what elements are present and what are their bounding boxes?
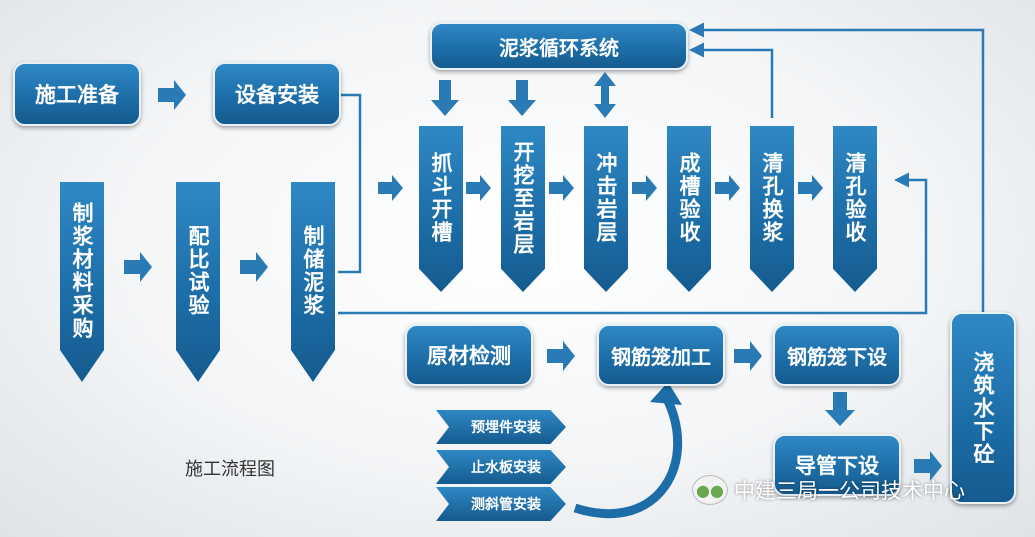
arrow-lower-pipe <box>825 392 855 426</box>
wechat-icon: ●● <box>692 475 728 505</box>
node-impact-rock-label: 冲击岩层 <box>594 152 618 244</box>
node-clean-acceptance: 清孔验收 <box>833 126 877 292</box>
node-material-purchase-label: 制浆材料采购 <box>70 202 94 340</box>
node-excavate-rock-label: 开挖至岩层 <box>511 140 535 256</box>
node-trench-acceptance-label: 成槽验收 <box>677 152 701 244</box>
arrow-ratio-store <box>240 252 268 282</box>
node-grab-trenching: 抓斗开槽 <box>419 126 463 292</box>
node-impact-rock: 冲击岩层 <box>584 126 628 292</box>
subitem-embedded-parts-label: 预埋件安装 <box>471 420 541 436</box>
node-clean-swap: 清孔换浆 <box>750 126 794 292</box>
node-underwater-pour-label: 浇筑水下砼 <box>971 350 995 466</box>
watermark-text: 中建三局一公司技术中心 <box>734 479 965 503</box>
line-install-route <box>338 93 362 274</box>
subitem-embedded-parts: 预埋件安装 <box>436 410 566 444</box>
node-material-purchase: 制浆材料采购 <box>60 182 104 382</box>
arrow-purchase-ratio <box>124 252 152 282</box>
curved-arrow-subitems-cage <box>573 392 683 519</box>
node-clean-swap-label: 清孔换浆 <box>760 152 784 244</box>
diagram-caption: 施工流程图 <box>185 459 275 480</box>
node-excavate-rock: 开挖至岩层 <box>501 126 545 292</box>
arrow-mud-impact-bidir <box>594 72 616 118</box>
node-construction-prep: 施工准备 <box>13 62 141 126</box>
node-mud-storage: 制储泥浆 <box>291 182 335 382</box>
line-store-to-check <box>338 172 928 315</box>
arrow-cage-lower <box>734 341 762 371</box>
arrow-mud-excavate <box>508 80 536 116</box>
arrow-trench-clean <box>715 175 740 201</box>
arrow-mud-grab <box>431 80 459 116</box>
node-material-testing: 原材检测 <box>405 324 533 386</box>
curved-arrow-head <box>650 382 682 405</box>
arrow-prep-install <box>158 80 186 110</box>
subitem-waterstop-plate: 止水板安装 <box>436 450 566 484</box>
node-trench-acceptance: 成槽验收 <box>667 126 711 292</box>
node-equipment-install: 设备安装 <box>213 62 341 126</box>
watermark: ●● 中建三局一公司技术中心 <box>692 475 965 505</box>
subitem-inclinometer-pipe: 测斜管安装 <box>436 487 566 521</box>
arrow-grab-excavate <box>466 175 491 201</box>
arrow-excavate-impact <box>549 175 574 201</box>
node-cage-lowering: 钢筋笼下设 <box>773 324 901 386</box>
subitem-waterstop-plate-label: 止水板安装 <box>471 460 541 476</box>
arrow-impact-trench <box>632 175 657 201</box>
node-ratio-test-label: 配比试验 <box>186 225 210 317</box>
line-pour-to-mud <box>689 22 985 313</box>
node-underwater-pour: 浇筑水下砼 <box>950 312 1016 504</box>
arrow-clean-check <box>798 175 823 201</box>
line-clean-to-mud <box>689 42 774 118</box>
node-cage-fabrication: 钢筋笼加工 <box>597 324 725 386</box>
node-mud-circulation: 泥浆循环系统 <box>430 22 688 70</box>
node-mud-storage-label: 制储泥浆 <box>301 225 325 317</box>
arrow-pipe-pour <box>914 451 942 481</box>
subitem-inclinometer-pipe-label: 测斜管安装 <box>471 497 541 513</box>
arrow-test-cage <box>547 341 575 371</box>
arrow-into-grab <box>378 175 403 201</box>
node-grab-trenching-label: 抓斗开槽 <box>429 152 453 244</box>
node-clean-acceptance-label: 清孔验收 <box>843 152 867 244</box>
node-ratio-test: 配比试验 <box>176 182 220 382</box>
node-pipe-lowering: 导管下设 <box>773 434 901 496</box>
